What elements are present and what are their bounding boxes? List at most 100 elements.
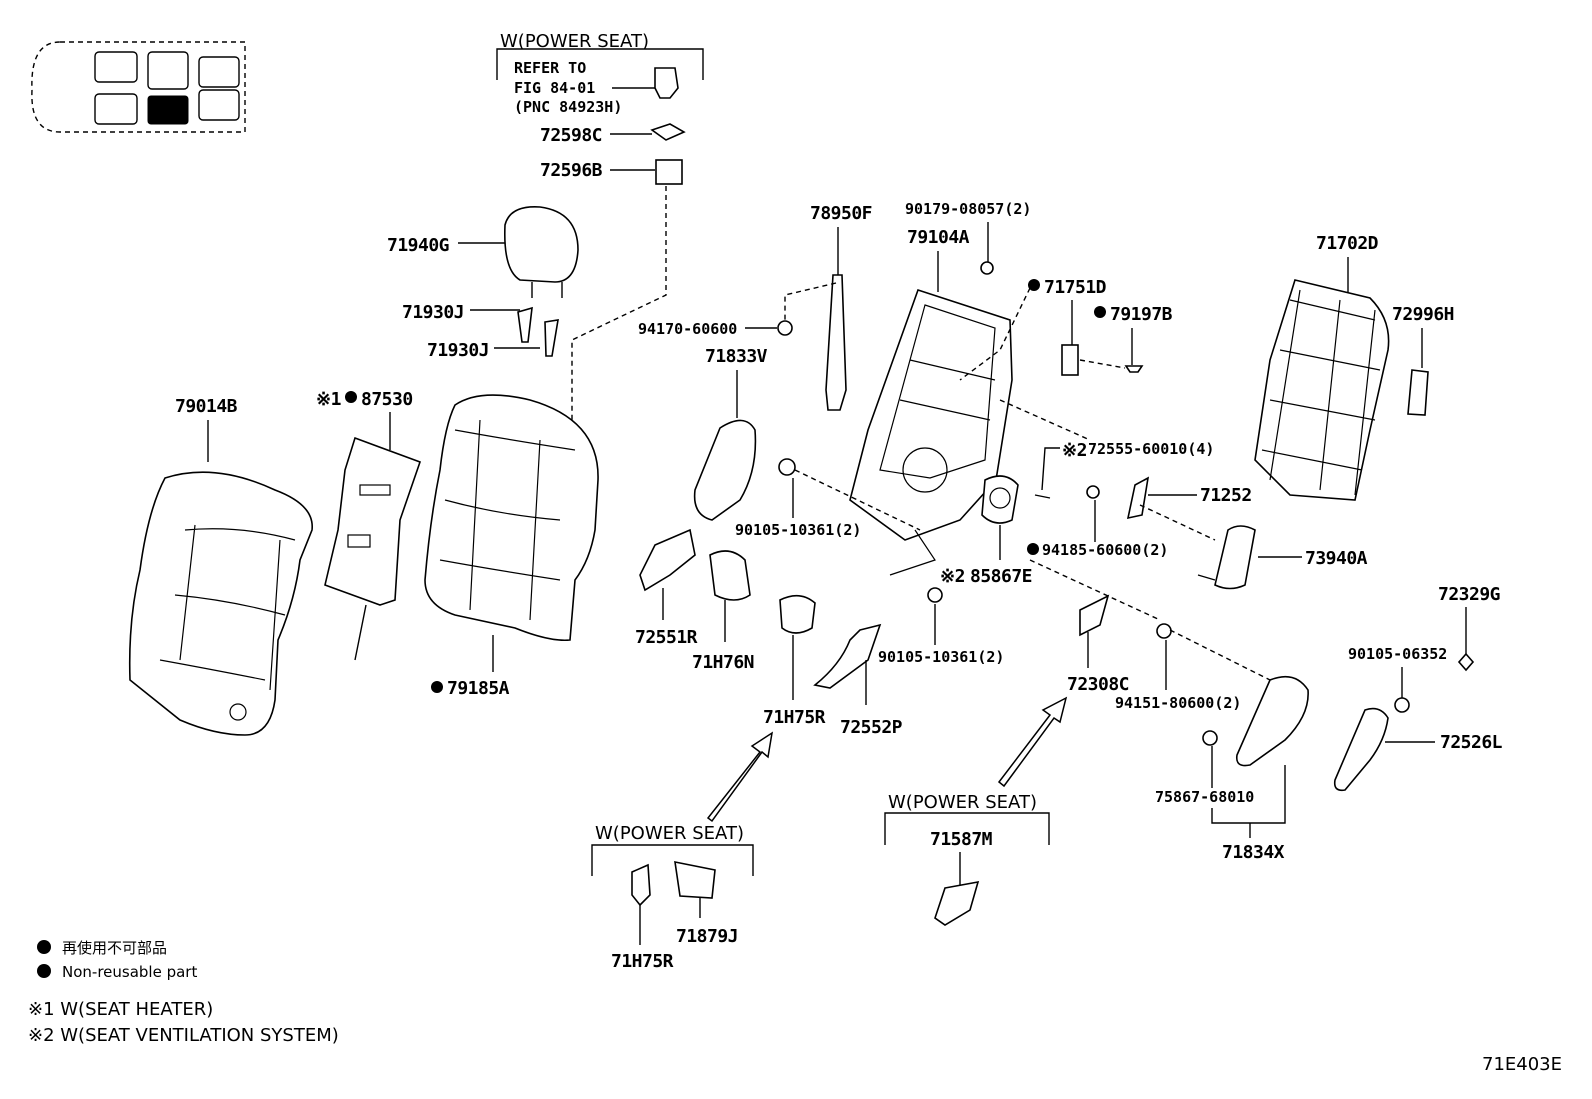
seat-frame-icon [849, 288, 1013, 541]
label-71879J: 71879J [676, 926, 738, 947]
clip-icon [650, 123, 686, 141]
label-71930J-b: 71930J [427, 340, 489, 361]
label-72996H: 72996H [1392, 304, 1454, 325]
seat-locator-icon [31, 41, 246, 133]
bolt-icon-4 [1394, 697, 1410, 713]
label-85867E: 85867E [970, 566, 1032, 587]
garnish-icon [639, 528, 696, 592]
power-seat-box-mid: W(POWER SEAT) 71587M [884, 792, 1050, 926]
label-71930J-a: 71930J [402, 302, 464, 323]
label-90105-c: 90105-06352 [1348, 645, 1447, 663]
label-72552P: 72552P [840, 717, 903, 738]
label-94170: 94170-60600 [638, 320, 737, 338]
label-71H75R-b: 71H75R [611, 951, 674, 972]
label-78950F: 78950F [810, 203, 872, 224]
label-71751D: 71751D [1044, 277, 1107, 298]
cover-icon-3 [631, 863, 651, 907]
refer-text-2: FIG 84-01 [514, 79, 595, 97]
label-79197B: 79197B [1110, 304, 1173, 325]
non-reusable-dot-3 [1028, 279, 1040, 291]
power-seat-box-bottom: W(POWER SEAT) 71H75R 71879J [591, 823, 754, 972]
bracket-icon-2 [1126, 476, 1150, 520]
label-79104A: 79104A [907, 227, 970, 248]
label-73940A: 73940A [1305, 548, 1368, 569]
bracket-icon [1061, 344, 1079, 376]
label-87530: 87530 [361, 389, 413, 410]
label-71834X: 71834X [1222, 842, 1285, 863]
nut-icon-4 [1156, 623, 1172, 639]
legend-dot [37, 940, 51, 954]
clip-icon-3 [1457, 652, 1475, 672]
side-pad-icon [693, 419, 757, 521]
legend-jp: 再使用不可部品 [62, 939, 167, 957]
non-reusable-dot-2 [431, 681, 443, 693]
nut-icon-2 [980, 261, 994, 275]
refer-text-1: REFER TO [514, 59, 586, 77]
hinge-icon [1079, 594, 1110, 637]
pointer-arrow-icon [706, 731, 774, 823]
guide-icon-2 [544, 319, 559, 357]
side-cover-icon [1333, 707, 1389, 792]
legend-note-1: ※1 W(SEAT HEATER) [28, 999, 213, 1020]
label-71940G: 71940G [387, 235, 449, 256]
bolt-icon-3 [927, 587, 943, 603]
label-72555: 72555-60010(4) [1088, 440, 1214, 458]
cover-icon-2 [779, 594, 816, 634]
non-reusable-dot [345, 391, 357, 403]
seat-back-board-icon [1254, 279, 1390, 501]
note-72555: ※2 [1062, 440, 1087, 461]
label-75867: 75867-68010 [1155, 788, 1254, 806]
legend-dot-2 [37, 964, 51, 978]
cover-icon [709, 550, 751, 601]
armrest-cover-icon [1214, 525, 1256, 590]
harness-icon [934, 880, 980, 926]
switch-part-icon [654, 67, 679, 99]
label-94185: 94185-60600(2) [1042, 541, 1168, 559]
refer-text-3: (PNC 84923H) [514, 98, 622, 116]
label-72308C: 72308C [1067, 674, 1129, 695]
seat-back-cover-icon [128, 471, 313, 736]
label-71252: 71252 [1200, 485, 1252, 506]
label-72596B: 72596B [540, 160, 603, 181]
trim-icon [813, 623, 882, 689]
pointer-arrow-icon-2 [997, 696, 1068, 788]
label-71587M: 71587M [930, 829, 993, 850]
connector-icon [655, 159, 683, 185]
note-87530: ※1 [316, 389, 341, 410]
diagram-code: 71E403E [1482, 1054, 1562, 1075]
legend: 再使用不可部品 Non-reusable part ※1 W(SEAT HEAT… [28, 939, 339, 1046]
power-seat-box-top: W(POWER SEAT) REFER TO FIG 84-01 (PNC 84… [496, 31, 704, 116]
note-85867E: ※2 [940, 566, 965, 587]
legend-note-2: ※2 W(SEAT VENTILATION SYSTEM) [28, 1025, 339, 1046]
label-79014B: 79014B [175, 396, 238, 417]
non-reusable-dot-5 [1027, 543, 1039, 555]
label-72551R: 72551R [635, 627, 698, 648]
box-title-2: W(POWER SEAT) [888, 792, 1037, 813]
headrest-icon [503, 206, 579, 283]
clip-icon-2 [1407, 369, 1429, 416]
fan-icon [981, 475, 1019, 524]
guide-icon [517, 306, 533, 343]
non-reusable-dot-4 [1094, 306, 1106, 318]
box-title: W(POWER SEAT) [500, 31, 649, 52]
seat-heater-icon [324, 436, 422, 606]
nut-icon [777, 320, 793, 336]
label-72526L: 72526L [1440, 732, 1503, 753]
label-71702D: 71702D [1316, 233, 1379, 254]
label-90179: 90179-08057(2) [905, 200, 1031, 218]
label-72329G: 72329G [1438, 584, 1500, 605]
bolt-icon [1124, 365, 1144, 373]
recliner-cover-icon [1235, 675, 1309, 767]
cover-icon-4 [674, 860, 716, 899]
bolt-icon-2 [778, 458, 796, 476]
seat-back-pad-icon [424, 394, 599, 642]
label-94151: 94151-80600(2) [1115, 694, 1241, 712]
strap-icon [825, 274, 847, 411]
nut-icon-3 [1086, 485, 1100, 499]
label-90105-b: 90105-10361(2) [878, 648, 1004, 666]
label-79185A: 79185A [447, 678, 510, 699]
legend-en: Non-reusable part [62, 963, 197, 981]
label-71H75R-a: 71H75R [763, 707, 826, 728]
label-71H76N: 71H76N [692, 652, 754, 673]
